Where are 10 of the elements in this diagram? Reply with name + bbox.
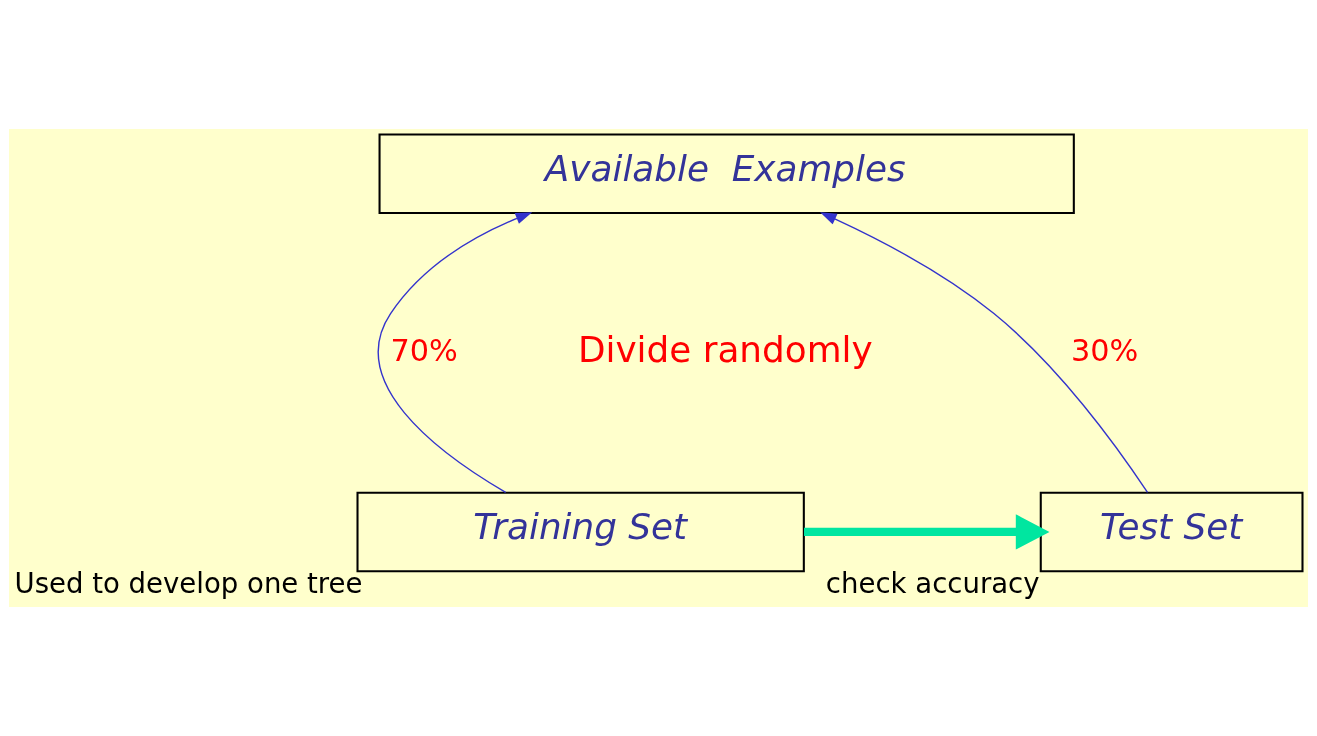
arrow [804, 514, 1050, 550]
node-box: Available Examples [378, 133, 1075, 215]
arrow [377, 212, 533, 493]
arrow [820, 212, 1149, 494]
node-label: check accuracy [825, 567, 1040, 600]
node-box: Test Set [1039, 491, 1304, 573]
label: Divide randomly [577, 328, 873, 370]
node-box: Training Set [356, 491, 805, 573]
edge-label: 70% [390, 332, 458, 368]
edge-label: 30% [1071, 332, 1139, 368]
